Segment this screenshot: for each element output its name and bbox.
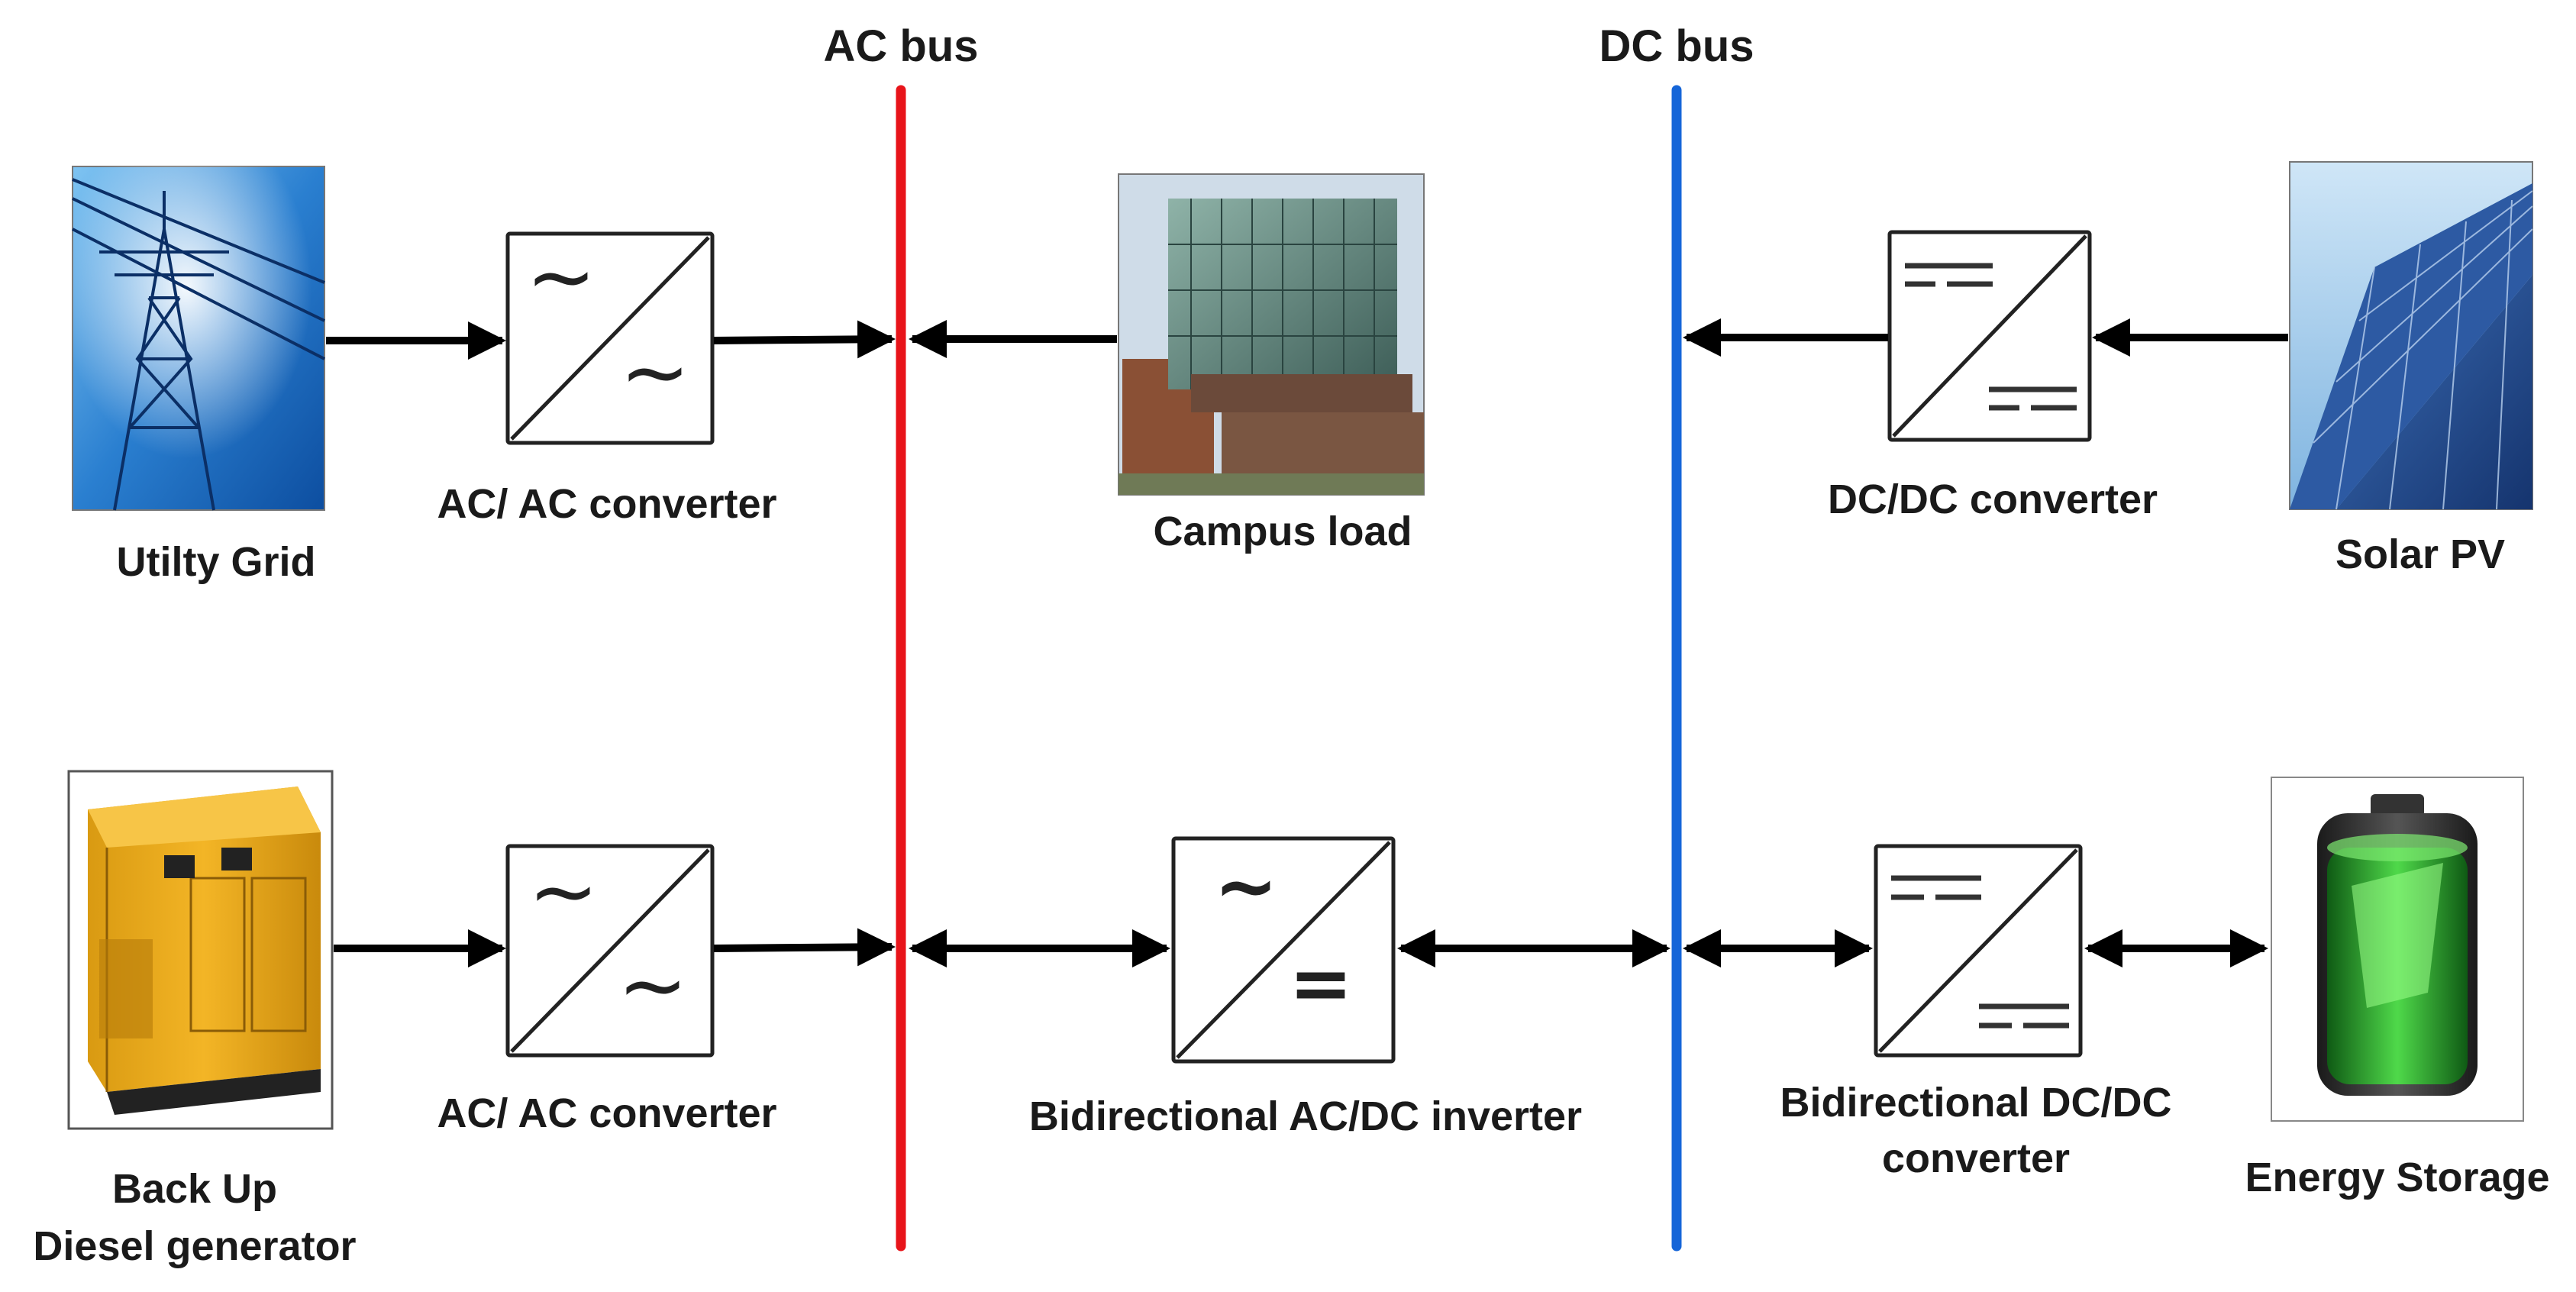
- ac-symbol: ~: [528, 842, 599, 940]
- ac-ac-converter-top-label: AC/ AC converter: [437, 481, 776, 527]
- dc-symbol: [1905, 263, 1993, 287]
- bidirectional-dc-dc-label-2: converter: [1882, 1135, 2070, 1181]
- diesel-generator-label-1: Back Up: [112, 1166, 277, 1212]
- dc-symbol: =: [1289, 938, 1353, 1028]
- arrow-converter-to-ac-bus: [713, 320, 896, 359]
- dc-symbol: [1891, 875, 1981, 900]
- ac-symbol: ~: [1214, 841, 1278, 931]
- bidirectional-dc-dc-converter: [1874, 844, 2083, 1058]
- dc-dc-converter-label: DC/DC converter: [1828, 476, 2158, 522]
- dc-symbol: [1979, 1003, 2069, 1029]
- ac-bus-label: AC bus: [824, 21, 979, 71]
- solar-pv-image: [2289, 161, 2533, 510]
- diesel-generator-image: [67, 770, 334, 1130]
- utility-grid-image: [72, 166, 325, 511]
- utility-grid-label: Utilty Grid: [116, 539, 315, 585]
- ac-ac-converter-bottom: ~ ~: [505, 842, 715, 1058]
- solar-pv-label: Solar PV: [2336, 531, 2505, 577]
- ac-ac-converter-bottom-label: AC/ AC converter: [437, 1090, 776, 1136]
- bidirectional-inverter-label: Bidirectional AC/DC inverter: [1029, 1093, 1582, 1139]
- energy-storage-label: Energy Storage: [2245, 1155, 2549, 1200]
- ac-symbol: ~: [618, 936, 688, 1034]
- bidirectional-dc-dc-label-1: Bidirectional DC/DC: [1780, 1080, 2171, 1126]
- arrow-converter-to-ac-bus-bottom: [713, 928, 896, 967]
- ac-symbol: ~: [620, 323, 690, 421]
- energy-storage-image: [2271, 777, 2524, 1122]
- bidirectional-inverter: ~ =: [1171, 836, 1396, 1064]
- dc-symbol: [1989, 386, 2077, 411]
- dc-bus-label: DC bus: [1600, 21, 1754, 71]
- flow-arrows: [326, 318, 2288, 967]
- diesel-generator-label-2: Diesel generator: [33, 1223, 356, 1269]
- dc-dc-converter: [1887, 230, 2092, 442]
- campus-load-label: Campus load: [1153, 509, 1412, 554]
- ac-ac-converter-top: ~ ~: [505, 228, 715, 445]
- ac-symbol: ~: [526, 228, 596, 325]
- campus-load-image: [1118, 173, 1425, 496]
